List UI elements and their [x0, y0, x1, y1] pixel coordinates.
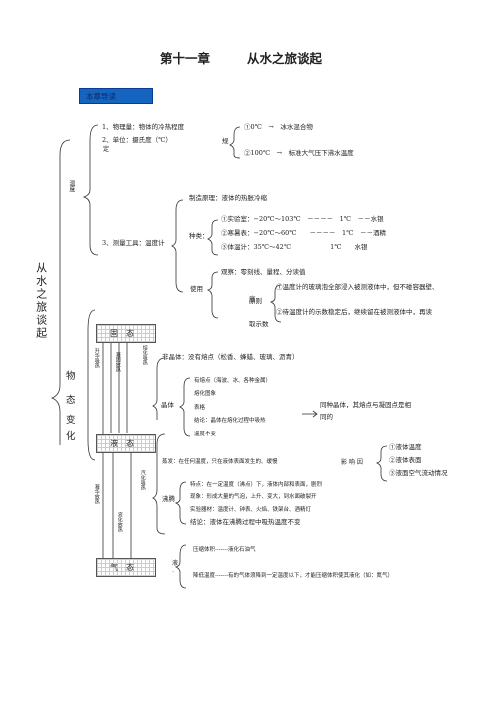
factor-airflow: ③液面空气流动情况: [389, 469, 448, 477]
states-brace: [87, 309, 96, 461]
temperature-item-3: 3、测量工具：温度计: [102, 239, 165, 247]
rule-0c: ①0℃ → 冰水混合物: [244, 123, 313, 131]
kinds-brace: [207, 219, 219, 256]
sublimation-label: 升华吸热: [93, 348, 100, 368]
states-label-tai: 态: [66, 395, 76, 406]
root-brace: [50, 139, 71, 445]
use-rule-1-cont: 底: [249, 295, 256, 303]
crystal-note-line-1: 同种晶体，其熔点与凝固点是相: [320, 401, 411, 409]
factors-brace: [375, 445, 388, 482]
vaporization-brace: [152, 433, 166, 535]
factor-surface: ②液体表面: [389, 456, 422, 464]
use-principle-label: 原则: [249, 297, 262, 305]
liquefy-cool: 降低温度-------有的气体须降到一定温度以下，才能压缩体积使其液化（如：氮气…: [193, 573, 394, 579]
crystal-brace: [179, 377, 191, 437]
vaporize-label: 汽化吸热: [139, 470, 146, 490]
evaporation-text: 蒸发：在任何温度，只在液体表面发生的、缓慢: [162, 459, 278, 465]
solid-state-box: 固态: [96, 324, 156, 343]
temperature-brace: [82, 124, 99, 256]
liquefaction-brace: [174, 544, 187, 589]
use-rule-2: ②待温度计的示数稳定后，继续留在被测液体中，再读: [276, 308, 432, 316]
chapter-title: 从水之旅谈起: [247, 51, 323, 66]
non-crystal-text: 非晶体：没有熔点（松香、蜂蜡、玻璃、沥青）: [162, 353, 299, 361]
kinds-label: 种类：: [189, 232, 209, 240]
crystal-item-5: 温度不变: [194, 431, 217, 436]
factors-label: 影 响 因: [341, 459, 363, 466]
crystal-item-4: 结论：晶体在熔化过程中吸热: [194, 418, 266, 424]
temperature-item-2-tail: 规: [222, 137, 229, 145]
temperature-item-2: 2、单位：摄氏度（℃）: [102, 136, 172, 144]
use-rule-1: ①温度计的玻璃泡全部浸入被测液体中，但不碰容器壁、: [276, 283, 439, 291]
crystal-item-3: 表格: [194, 405, 206, 411]
temperature-item-1: 1、物理量：物体的冷热程度: [102, 123, 185, 131]
solidify-label: 凝固放热: [114, 352, 121, 372]
liquefaction-label-cut: ¨: [172, 571, 175, 577]
gas-state-box: 气态: [96, 558, 156, 577]
root-label: 从水之旅谈起: [34, 262, 48, 340]
crystal-item-1: 有熔点（海波、冰、各种金属）: [194, 378, 272, 384]
rule-brace: [229, 126, 241, 159]
states-label-wu: 物: [66, 371, 76, 382]
thermometer-brace: [171, 199, 184, 293]
thermometer-principle: 制造原理：液体的热胀冷缩: [189, 194, 267, 202]
liquid-state-box: 液态: [96, 434, 156, 453]
boiling-item-2: 现象：形成大量的气泡，上升、变大，到水面破裂开: [190, 494, 317, 500]
boiling-item-1: 特点：在一定温度（沸点）下，液体内部和表面，剧烈: [190, 482, 323, 488]
liquefaction-label: 液: [172, 560, 179, 567]
kind-lab: ①实验室：−20℃～103℃ －－－－ 1℃ －－水银: [221, 215, 384, 223]
rule-100c: ②100℃ → 标准大气压下沸水温度: [244, 149, 354, 157]
crystal-item-2: 熔化图象: [194, 391, 217, 397]
chapter-number: 第十一章: [160, 51, 211, 66]
boiling-item-4: 结论：液体在沸腾过程中吸热温度不变: [190, 518, 301, 526]
liquefy-label: 液化放热: [116, 512, 123, 532]
crystal-note-arrowhead: [312, 410, 318, 418]
boiling-label: 沸腾: [162, 495, 175, 503]
boiling-brace: [174, 481, 187, 525]
desublimation-label: 凝华放热: [93, 484, 100, 504]
kind-clinical: ③体温计：35℃～42℃ 1℃ 水银: [221, 243, 368, 251]
temperature-item-2-cont: 定: [103, 146, 110, 153]
use-label: 使用: [190, 285, 203, 293]
crystal-note-line-2: 同的: [320, 413, 333, 421]
temperature-label: 温度: [67, 180, 75, 192]
melting-brace: [152, 357, 166, 420]
states-label-bian: 变: [66, 415, 76, 426]
chapter-guide-badge: 本章导读: [79, 88, 153, 104]
use-rule-2-cont: 取示数: [249, 321, 269, 327]
kind-weather: ②寒暑表：−20℃～60℃ －－－－ 1℃ －－酒精: [221, 229, 386, 237]
boiling-item-3: 实验器材：温度计、钟表、火焰、铁架台、酒精灯: [190, 507, 312, 513]
melting-label: 熔化吸热: [141, 345, 148, 365]
use-observe: 观察：零刻线、量程、分读值: [221, 268, 306, 276]
liquefy-compress: 压缩体积-------液化石油气: [193, 547, 256, 553]
crystal-label: 晶体: [161, 401, 174, 409]
factor-temperature: ①液体温度: [389, 443, 422, 451]
states-label-hua: 化: [66, 431, 76, 442]
use-brace: [206, 271, 219, 319]
principle-brace: [269, 284, 282, 323]
